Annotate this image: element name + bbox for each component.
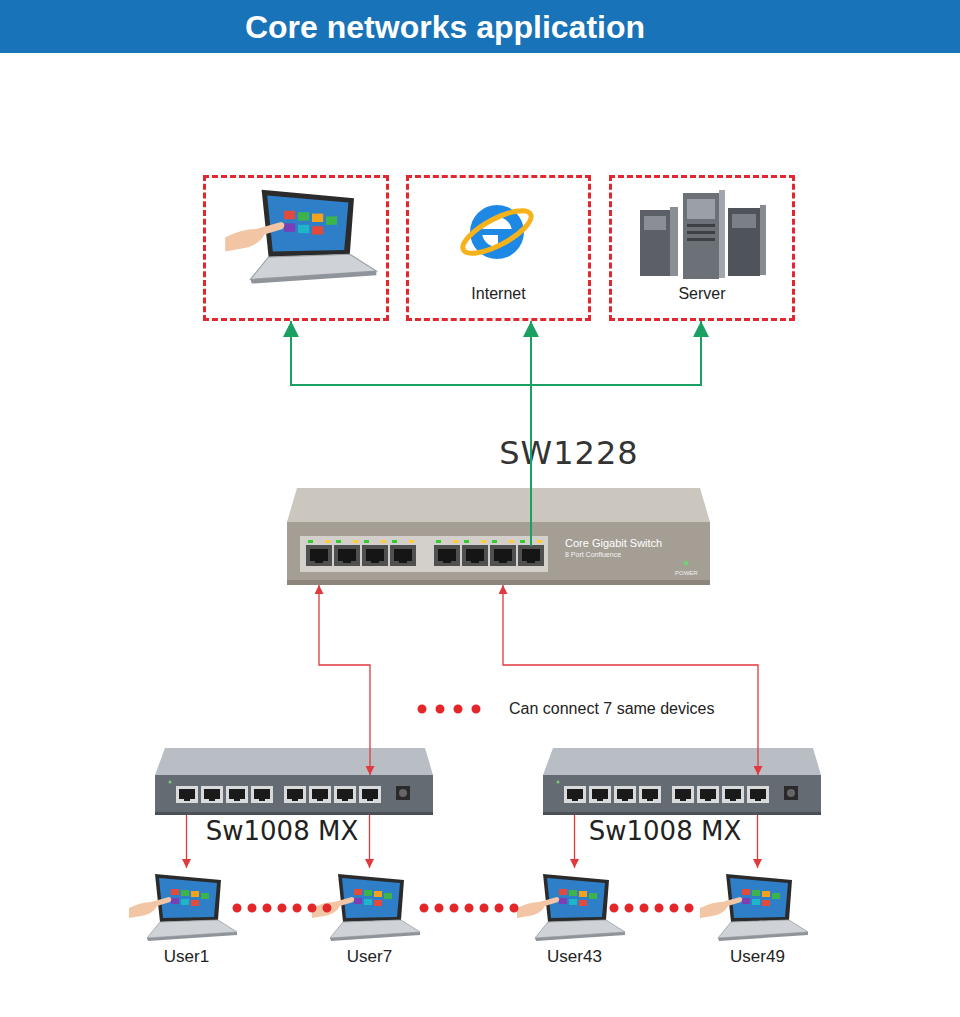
- core-switch-body: [287, 488, 710, 522]
- core-switch-body: [390, 540, 416, 566]
- box-label: Internet: [409, 285, 588, 303]
- panel-text: POWER: [675, 570, 705, 577]
- network-link: [530, 321, 532, 522]
- laptop-icon: [517, 874, 625, 941]
- server-box: Server: [609, 175, 795, 321]
- continuation-dots: [237, 904, 330, 913]
- core-switch-body: [287, 580, 710, 585]
- server-icon: [683, 193, 719, 279]
- user-name: User49: [690, 948, 825, 967]
- core-switch: SW1228Core Gigabit Switch8 Port Confluen…: [287, 522, 710, 585]
- user-name: User43: [507, 948, 642, 967]
- server-icon: [687, 238, 715, 241]
- server-icon: [728, 208, 760, 276]
- continuation-dots: [424, 904, 520, 913]
- core-switch-body: [434, 540, 460, 566]
- core-switch-body: [306, 540, 332, 566]
- internet-icon: [457, 203, 536, 262]
- server-icon: [760, 205, 766, 275]
- device-model: Sw1008 MX: [182, 817, 382, 846]
- user-laptop: User1: [139, 868, 234, 940]
- network-link: [319, 585, 370, 775]
- user-laptop: User7: [322, 868, 417, 940]
- server-icon: [732, 214, 756, 228]
- box-label: Server: [612, 285, 792, 303]
- note-label: Can connect 7 same devices: [509, 700, 809, 718]
- edge-switch-body: [543, 748, 821, 815]
- core-switch-body: [287, 488, 710, 585]
- server-icon: [670, 207, 678, 276]
- server-icon: [687, 224, 715, 227]
- server-icon: [640, 210, 670, 276]
- user-name: User1: [119, 948, 254, 967]
- network-link: [503, 585, 758, 775]
- user-name: User7: [302, 948, 437, 967]
- page-title: Core networks application: [0, 10, 890, 45]
- network-link: [186, 815, 187, 868]
- edge-switch: Sw1008 MX: [155, 775, 433, 815]
- internet-icon: [457, 203, 536, 262]
- panel-text: 8 Port Confluence: [565, 551, 685, 559]
- edge-switch: Sw1008 MX: [543, 775, 821, 815]
- server-icon: [687, 199, 715, 219]
- core-switch-body: [300, 536, 548, 572]
- core-switch-body: [287, 522, 710, 585]
- core-switch-body: [684, 561, 689, 566]
- uplink-stub: [530, 522, 532, 546]
- server-icon: [687, 231, 715, 234]
- edge-switch-body: [155, 748, 433, 815]
- connector-group: [187, 321, 759, 868]
- user-laptop: User43: [527, 868, 622, 940]
- panel-text: Core Gigabit Switch: [565, 537, 705, 549]
- device-box: [203, 175, 389, 321]
- network-link: [369, 815, 370, 868]
- laptop-icon: [700, 874, 808, 941]
- laptop-icon: [225, 190, 376, 284]
- server-icon: [644, 216, 666, 230]
- title-bar: [0, 0, 960, 53]
- core-switch-body: [462, 540, 488, 566]
- network-link: [531, 321, 701, 522]
- internet-box: Internet: [406, 175, 591, 321]
- core-switch-body: [362, 540, 388, 566]
- user-laptop: User49: [710, 868, 805, 940]
- core-switch-body: [490, 540, 516, 566]
- network-link: [291, 321, 531, 522]
- network-link: [574, 815, 575, 868]
- network-link: [757, 815, 758, 868]
- internet-icon: [482, 229, 512, 235]
- continuation-dots: [422, 705, 494, 714]
- device-model: SW1228: [399, 436, 739, 471]
- server-icon: [719, 190, 725, 278]
- continuation-dots: [614, 904, 704, 913]
- laptop-icon: [129, 874, 237, 941]
- server-icon: [640, 190, 766, 279]
- device-model: Sw1008 MX: [565, 817, 765, 846]
- core-switch-body: [334, 540, 360, 566]
